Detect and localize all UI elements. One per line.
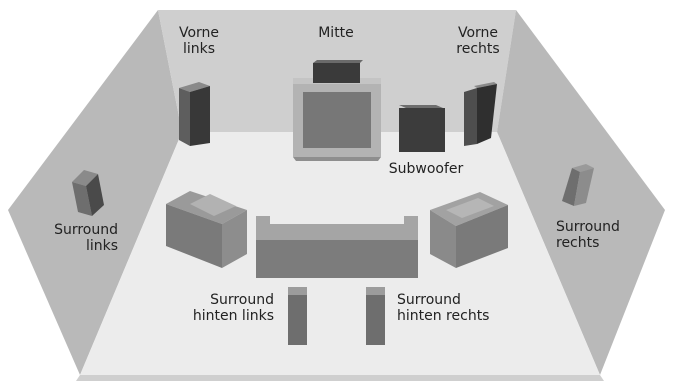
floor-edge: [76, 375, 604, 381]
label-front-right-line1: Vorne: [457, 25, 499, 41]
label-front-right-line2: rechts: [456, 41, 500, 57]
surround-back-left-speaker: [288, 287, 307, 345]
label-front-right: Vorne rechts: [444, 25, 512, 57]
label-subwoofer: Subwoofer: [378, 161, 474, 177]
label-surround-left: Surround links: [30, 222, 118, 254]
label-center: Mitte: [300, 25, 372, 41]
front-left-speaker: [179, 82, 210, 146]
label-surround-back-left: Surround hinten links: [176, 292, 274, 324]
center-speaker: [313, 60, 363, 83]
left-armchair: [166, 191, 247, 268]
label-surround-right: Surround rechts: [556, 219, 646, 251]
label-front-left: Vorne links: [168, 25, 230, 57]
label-surround-back-right-line2: hinten rechts: [397, 308, 490, 324]
label-surround-back-left-line1: Surround: [210, 292, 274, 308]
label-subwoofer-line1: Subwoofer: [388, 161, 464, 177]
label-front-left-line1: Vorne: [178, 25, 220, 41]
label-center-line1: Mitte: [318, 25, 354, 41]
label-surround-right-line1: Surround: [556, 219, 620, 235]
surround-right-speaker: [562, 164, 594, 206]
label-surround-back-right-line1: Surround: [397, 292, 461, 308]
surround-back-right-speaker: [366, 287, 385, 345]
label-surround-back-left-line2: hinten links: [192, 308, 274, 324]
label-surround-left-line1: Surround: [54, 222, 118, 238]
tv: [293, 78, 381, 161]
label-front-left-line2: links: [182, 41, 216, 57]
sofa: [256, 216, 418, 278]
label-surround-back-right: Surround hinten rechts: [397, 292, 509, 324]
label-surround-right-line2: rechts: [556, 235, 600, 251]
subwoofer: [399, 105, 445, 152]
surround-left-speaker: [72, 170, 104, 216]
front-right-speaker: [464, 82, 497, 146]
label-surround-left-line2: links: [85, 238, 118, 254]
right-armchair: [430, 192, 508, 268]
